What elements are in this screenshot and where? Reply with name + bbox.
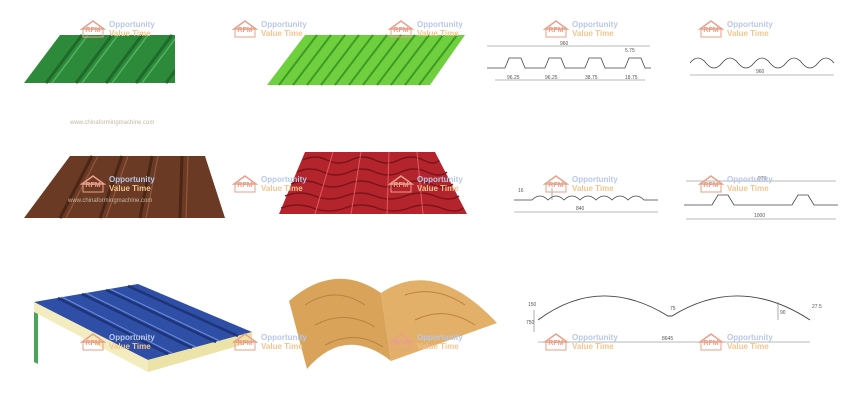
profile-drawing-wave: 960 bbox=[689, 57, 835, 76]
svg-text:750: 750 bbox=[526, 320, 535, 326]
wood-arched-sheet-illustration bbox=[289, 278, 497, 369]
product-brown-trapezoidal-sheet bbox=[20, 150, 225, 260]
svg-text:150: 150 bbox=[528, 302, 537, 308]
rfm-logo-icon: RFM bbox=[698, 175, 724, 193]
rfm-logo-icon: RFM bbox=[698, 20, 724, 38]
rfm-logo-icon: RFM bbox=[80, 175, 106, 193]
rfm-logo-icon: RFM bbox=[80, 20, 106, 38]
red-tile-sheet-illustration bbox=[279, 151, 467, 215]
svg-text:960: 960 bbox=[560, 41, 569, 47]
profile-drawing-arched: 150 750 75 8645 90 27.5 bbox=[526, 295, 822, 343]
rfm-logo-icon: RFM bbox=[80, 333, 106, 351]
svg-text:16: 16 bbox=[518, 188, 524, 194]
profile-drawing-tile: 16 840 bbox=[514, 188, 658, 213]
rfm-logo-icon: RFM bbox=[388, 20, 414, 38]
product-wood-arched-sheet bbox=[285, 265, 497, 375]
rfm-logo-icon: RFM bbox=[543, 333, 569, 351]
light-green-corrugated-sheet-illustration bbox=[267, 34, 465, 86]
svg-text:1000: 1000 bbox=[754, 213, 765, 219]
product-green-trapezoidal-sheet bbox=[20, 25, 175, 135]
svg-text:90: 90 bbox=[780, 310, 786, 316]
brown-trapezoidal-sheet-illustration bbox=[24, 155, 225, 219]
rfm-logo-icon: RFM bbox=[698, 333, 724, 351]
svg-text:970: 970 bbox=[758, 176, 767, 182]
rfm-logo-icon: RFM bbox=[232, 333, 258, 351]
rfm-logo-icon: RFM bbox=[543, 20, 569, 38]
website-watermark: www.chinaformingmachine.com bbox=[68, 198, 153, 204]
svg-text:5.75: 5.75 bbox=[625, 48, 635, 54]
product-light-green-corrugated-sheet bbox=[265, 30, 465, 140]
rfm-logo-icon: RFM bbox=[543, 175, 569, 193]
rfm-logo-icon: RFM bbox=[232, 175, 258, 193]
svg-text:96.25: 96.25 bbox=[507, 75, 520, 81]
watermark-line2: Value Time bbox=[109, 29, 151, 38]
profile-drawing-trapezoidal: 960 5.75 96.25 96.25 38.75 18.75 bbox=[487, 41, 651, 81]
product-red-tile-sheet bbox=[275, 148, 467, 258]
svg-text:27.5: 27.5 bbox=[812, 304, 822, 310]
rfm-logo-icon: RFM bbox=[232, 20, 258, 38]
svg-text:840: 840 bbox=[576, 206, 585, 212]
svg-text:96.25: 96.25 bbox=[545, 75, 558, 81]
green-trapezoidal-sheet-illustration bbox=[24, 34, 175, 84]
product-blue-sandwich-panel bbox=[28, 280, 252, 390]
svg-text:960: 960 bbox=[756, 69, 765, 75]
rfm-logo-icon: RFM bbox=[388, 175, 414, 193]
watermark-line1: Opportunity bbox=[109, 20, 155, 29]
rfm-logo-icon: RFM bbox=[388, 333, 414, 351]
svg-text:38.75: 38.75 bbox=[585, 75, 598, 81]
svg-text:8645: 8645 bbox=[662, 336, 673, 342]
svg-text:75: 75 bbox=[670, 306, 676, 312]
blue-sandwich-panel-illustration bbox=[34, 284, 252, 372]
profile-drawing-trapezoidal-2: 970 1000 bbox=[684, 176, 838, 220]
website-watermark: www.chinaformingmachine.com bbox=[70, 120, 155, 126]
svg-text:18.75: 18.75 bbox=[625, 75, 638, 81]
